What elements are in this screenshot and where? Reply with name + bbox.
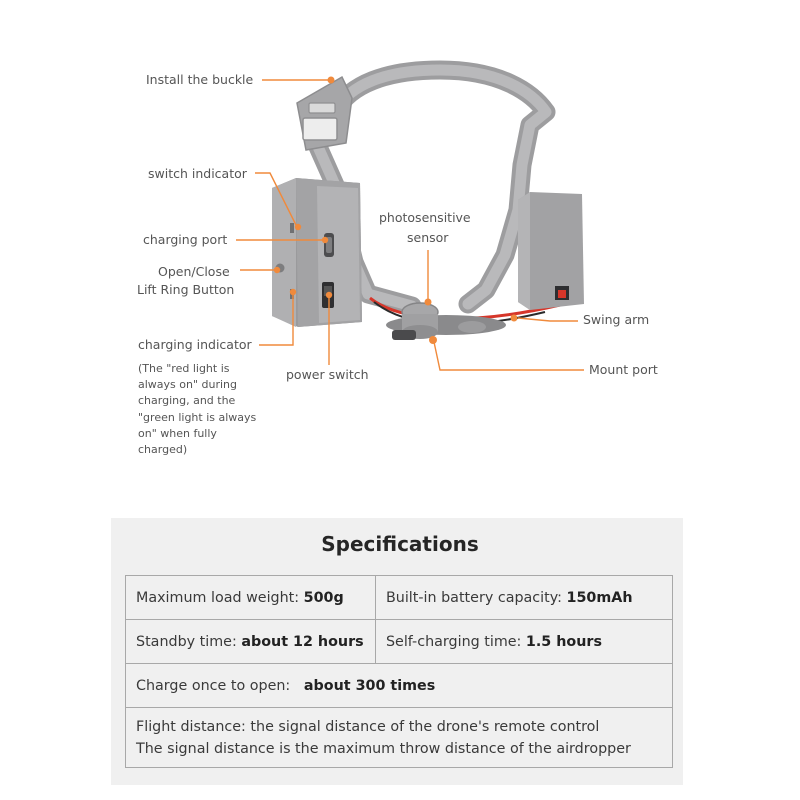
airdropper-device-illustration	[236, 60, 584, 371]
power-switch-label: power switch	[286, 367, 369, 382]
self-charging-value: 1.5 hours	[525, 633, 602, 650]
left-battery-box	[272, 178, 362, 327]
self-charging-cell: Self-charging time: 1.5 hours	[374, 619, 674, 664]
charge-open-cell: Charge once to open: about 300 times	[125, 663, 673, 708]
max-load-label: Maximum load weight:	[136, 589, 304, 606]
note-line: charged)	[138, 443, 188, 457]
callout-lines	[236, 79, 584, 371]
mount-hub	[386, 302, 506, 344]
table-row: Maximum load weight: 500g Built-in batte…	[125, 575, 674, 620]
lift-ring-label-line1: Open/Close	[158, 264, 230, 279]
table-row: Charge once to open: about 300 times	[125, 663, 673, 708]
flight-distance-line2: The signal distance is the maximum throw…	[136, 740, 631, 757]
specifications-title: Specifications	[321, 532, 479, 556]
note-line: "green light is always	[138, 410, 257, 424]
charge-open-label: Charge once to open:	[136, 677, 291, 694]
standby-cell: Standby time: about 12 hours	[125, 619, 376, 664]
table-row: Standby time: about 12 hours Self-chargi…	[125, 619, 674, 664]
swing-arm-label: Swing arm	[583, 312, 650, 327]
standby-label: Standby time:	[136, 633, 242, 650]
buckle	[296, 75, 353, 151]
charge-open-value: about 300 times	[303, 677, 436, 694]
note-line: charging, and the	[138, 394, 236, 408]
flight-distance-cell: Flight distance: the signal distance of …	[125, 707, 673, 768]
photosensitive-label-line1: photosensitive	[379, 210, 471, 225]
charging-port-label: charging port	[143, 232, 228, 247]
max-load-value: 500g	[303, 589, 344, 606]
battery-label: Built-in battery capacity:	[385, 589, 567, 606]
table-row: Flight distance: the signal distance of …	[125, 707, 673, 768]
battery-value: 150mAh	[566, 589, 633, 606]
note-line: on" when fully	[138, 426, 217, 440]
battery-cell: Built-in battery capacity: 150mAh	[374, 575, 674, 620]
switch-indicator-label: switch indicator	[148, 166, 247, 181]
specifications-table: Maximum load weight: 500g Built-in batte…	[125, 575, 674, 768]
flight-distance-line1: Flight distance: the signal distance of …	[136, 718, 600, 735]
lift-ring-label-line2: Lift Ring Button	[137, 282, 235, 297]
callout-dots	[273, 76, 518, 322]
max-load-cell: Maximum load weight: 500g	[125, 575, 376, 620]
mount-port-label: Mount port	[589, 362, 658, 377]
photosensitive-label-line2: sensor	[407, 230, 449, 245]
note-line: (The "red light is	[138, 362, 230, 375]
charging-light-note: (The "red light is always on" during cha…	[138, 361, 278, 458]
standby-value: about 12 hours	[241, 633, 364, 650]
self-charging-label: Self-charging time:	[385, 633, 526, 650]
right-box	[518, 192, 584, 310]
charging-indicator-label: charging indicator	[138, 337, 252, 352]
install-buckle-label: Install the buckle	[146, 72, 254, 87]
note-line: always on" during	[138, 378, 238, 392]
